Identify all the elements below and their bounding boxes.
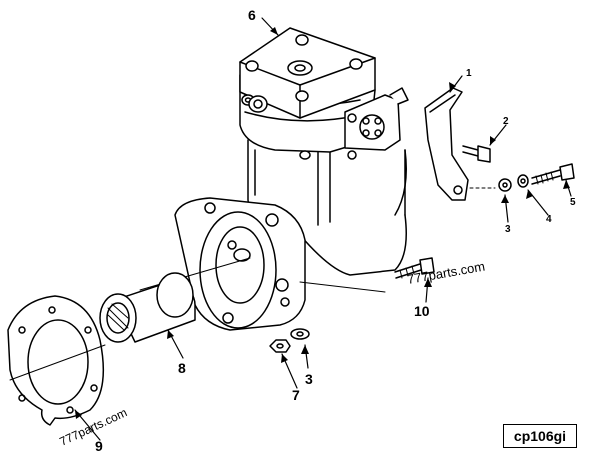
- callout-2: 2: [503, 116, 509, 127]
- callout-9: 9: [95, 438, 103, 454]
- sleeve-part-8: [99, 272, 196, 343]
- callout-6: 6: [248, 7, 256, 23]
- callout-4: 4: [546, 214, 552, 225]
- unloader-fitting: [344, 87, 409, 160]
- gasket-part-9: [7, 295, 106, 426]
- bracket: [424, 87, 469, 201]
- callout-1: 1: [466, 68, 472, 79]
- reference-code: cp106gi: [503, 424, 577, 448]
- hardware-lower: [269, 328, 310, 353]
- callout-labels: 1 2 3 4 5 6 7 3 8 9 10: [95, 7, 576, 454]
- callout-3-lower: 3: [305, 371, 313, 387]
- mounting-flange: [174, 197, 306, 331]
- hardware-upper-right: [469, 163, 575, 192]
- callout-7: 7: [292, 387, 300, 403]
- callout-5: 5: [570, 197, 576, 208]
- leader-arrowheads: [75, 27, 570, 419]
- callout-8: 8: [178, 360, 186, 376]
- bolt-part-2: [462, 145, 491, 163]
- bolt-part-10: [394, 257, 435, 279]
- compressor-assembly: [139, 27, 409, 331]
- watermark-right: 777parts.com: [406, 259, 486, 287]
- callout-10: 10: [414, 303, 430, 319]
- callout-3-upper: 3: [505, 224, 511, 235]
